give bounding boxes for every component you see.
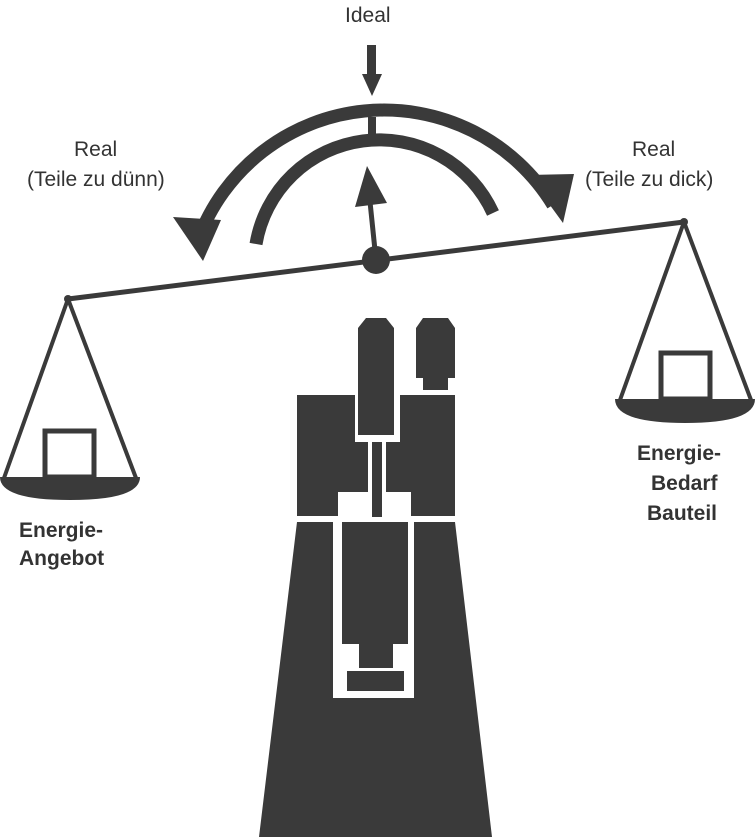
left-pan-box — [42, 428, 97, 480]
real-right-label-line2: (Teile zu dick) — [585, 168, 714, 191]
right-pan-box — [658, 350, 713, 402]
demand-label-line3: Bauteil — [647, 502, 718, 525]
real-left-label-line1: Real — [74, 138, 118, 161]
pointer-needle — [355, 166, 387, 261]
demand-label-line1: Energie- — [637, 442, 722, 465]
demand-label-line2: Bedarf — [651, 472, 718, 495]
left-arrowhead — [173, 217, 221, 261]
outer-arc — [173, 45, 574, 261]
balance-beam — [64, 218, 688, 303]
ideal-arrowhead — [362, 74, 382, 96]
inner-tick-mark — [368, 117, 376, 137]
central-machine — [259, 318, 492, 837]
inner-arc — [249, 117, 499, 246]
beam-pivot — [362, 246, 390, 274]
left-scale-pan — [0, 298, 140, 500]
right-scale-pan — [615, 221, 755, 423]
ideal-label: Ideal — [345, 4, 391, 27]
right-arrowhead — [528, 174, 574, 223]
ideal-tick-mark — [367, 45, 376, 85]
supply-label-line2: Angebot — [19, 547, 105, 570]
real-right-label-line1: Real — [632, 138, 676, 161]
supply-label-line1: Energie- — [19, 519, 104, 542]
real-left-label-line2: (Teile zu dünn) — [27, 168, 165, 191]
